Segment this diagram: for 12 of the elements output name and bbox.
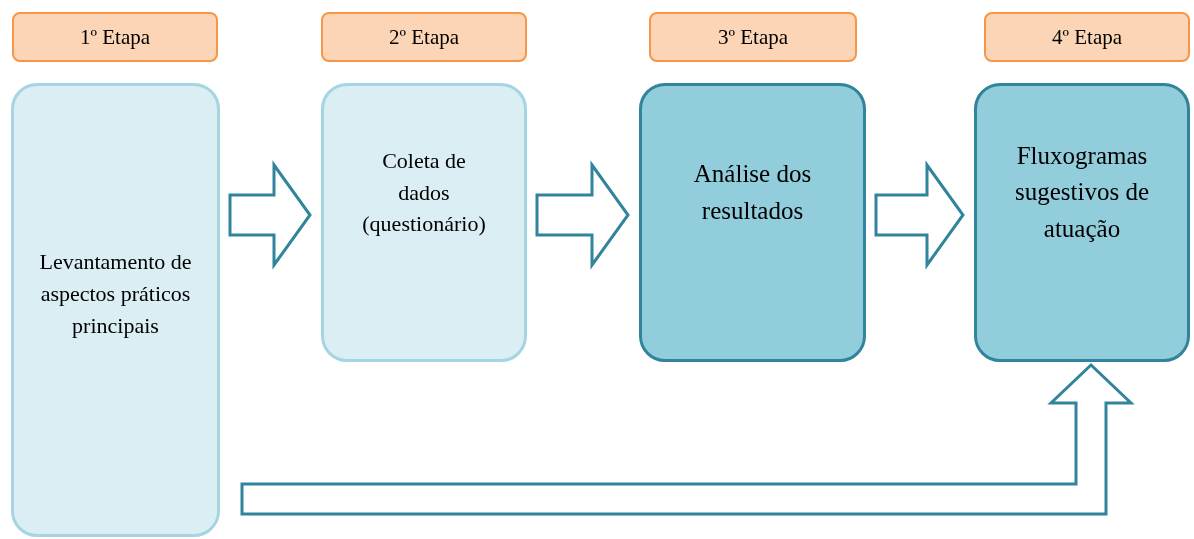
process-box: Análise dos resultados — [639, 83, 866, 362]
block-arrow — [535, 160, 630, 270]
block-arrow — [228, 160, 312, 270]
step-header: 4º Etapa — [984, 12, 1190, 62]
process-box: Coleta de dados (questionário) — [321, 83, 527, 362]
block-arrow — [240, 362, 1135, 516]
process-box: Fluxogramas sugestivos de atuação — [974, 83, 1190, 362]
step-header: 1º Etapa — [12, 12, 218, 62]
step-header: 3º Etapa — [649, 12, 857, 62]
process-box: Levantamento de aspectos práticos principais — [11, 83, 220, 537]
block-arrow — [874, 160, 965, 270]
step-header: 2º Etapa — [321, 12, 527, 62]
